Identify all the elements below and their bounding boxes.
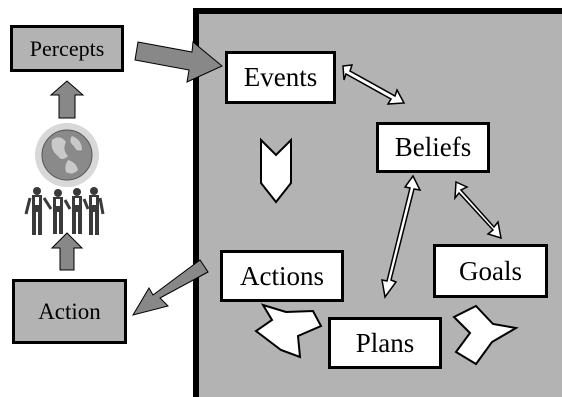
goals-box: Goals — [433, 244, 548, 298]
action-box: Action — [12, 279, 127, 344]
beliefs-box: Beliefs — [376, 122, 490, 173]
events-actions-chevron — [260, 137, 292, 204]
percepts-label: Percepts — [29, 35, 105, 61]
percepts-up-arrow — [49, 80, 85, 119]
beliefs-plans-double-arrow — [381, 174, 422, 299]
actions-to-action-arrow — [131, 259, 209, 316]
events-box: Events — [225, 51, 336, 104]
actions-label: Actions — [240, 260, 324, 291]
events-label: Events — [243, 62, 318, 92]
percepts-box: Percepts — [10, 25, 124, 72]
actions-box: Actions — [220, 250, 344, 302]
percepts-to-events-arrow — [134, 41, 223, 83]
events-beliefs-double-arrow — [342, 64, 406, 105]
plans-actions-chevron — [254, 303, 323, 359]
goals-label: Goals — [459, 255, 522, 286]
action-label: Action — [38, 298, 101, 324]
plans-box: Plans — [328, 317, 442, 369]
beliefs-goals-double-arrow — [454, 180, 502, 240]
plans-label: Plans — [355, 327, 415, 358]
beliefs-label: Beliefs — [394, 132, 472, 162]
action-up-arrow — [50, 232, 84, 271]
goals-plans-chevron — [452, 304, 519, 366]
globe-with-people-icon — [24, 123, 105, 235]
